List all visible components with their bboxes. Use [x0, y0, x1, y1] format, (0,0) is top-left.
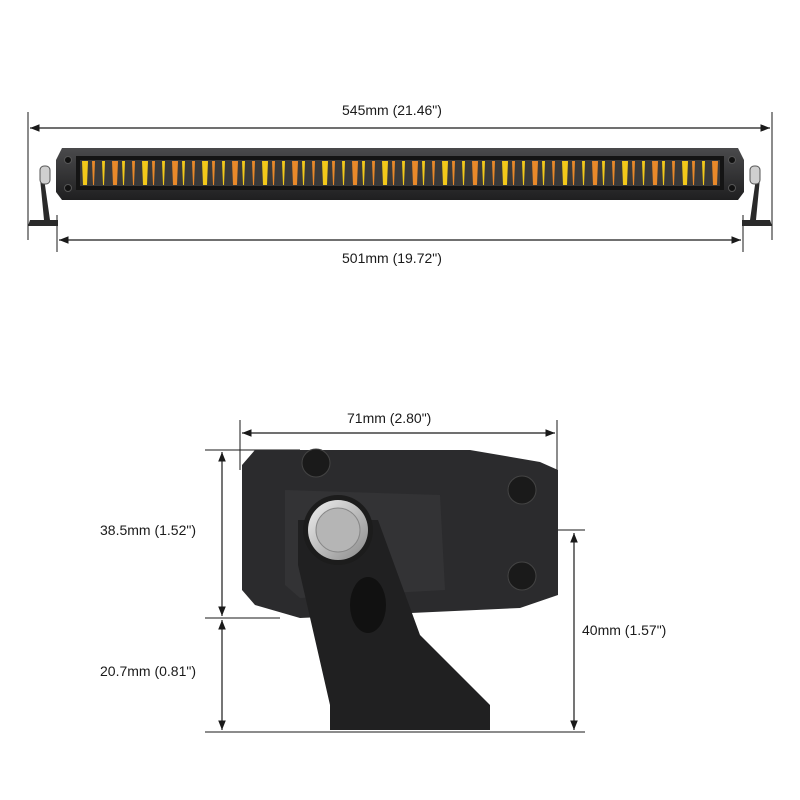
housing-height-label: 38.5mm (1.52"): [100, 522, 197, 538]
front-view: [27, 112, 773, 252]
mount-width-label: 501mm (19.72"): [342, 250, 442, 266]
led-array: [80, 160, 720, 186]
pivot-height-label: 40mm (1.57"): [582, 622, 667, 638]
bracket-height-label: 20.7mm (0.81"): [100, 663, 197, 679]
mount-bracket: [298, 520, 490, 730]
left-bolt: [39, 165, 51, 185]
depth-label: 71mm (2.80"): [347, 410, 432, 426]
bracket-slot: [350, 577, 386, 633]
side-view: [205, 420, 585, 733]
left-bracket: [28, 178, 58, 226]
right-bolt: [749, 165, 761, 185]
overall-width-label: 545mm (21.46"): [342, 102, 442, 118]
right-bracket: [742, 178, 772, 226]
